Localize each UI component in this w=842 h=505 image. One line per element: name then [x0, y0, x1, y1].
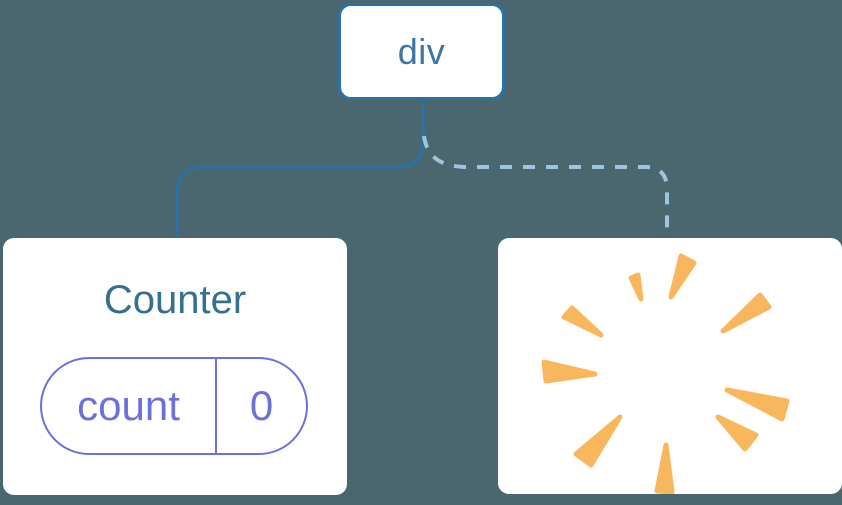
counter-title: Counter: [103, 278, 247, 322]
state-value-cell: 0: [217, 359, 306, 453]
edge-solid-to-counter: [175, 98, 425, 242]
state-pill: count 0: [40, 357, 308, 455]
poof-icon: [541, 253, 790, 494]
root-node-label: div: [397, 30, 446, 72]
counter-node: Counter count 0: [3, 238, 347, 495]
poof-burst-rays: [541, 253, 790, 494]
state-key-cell: count: [42, 359, 217, 453]
edge-dashed-to-removed: [422, 135, 669, 240]
state-value-label: 0: [249, 382, 274, 429]
state-key-label: count: [77, 382, 180, 429]
root-node-div: div: [338, 3, 505, 100]
removed-node: [498, 238, 842, 494]
